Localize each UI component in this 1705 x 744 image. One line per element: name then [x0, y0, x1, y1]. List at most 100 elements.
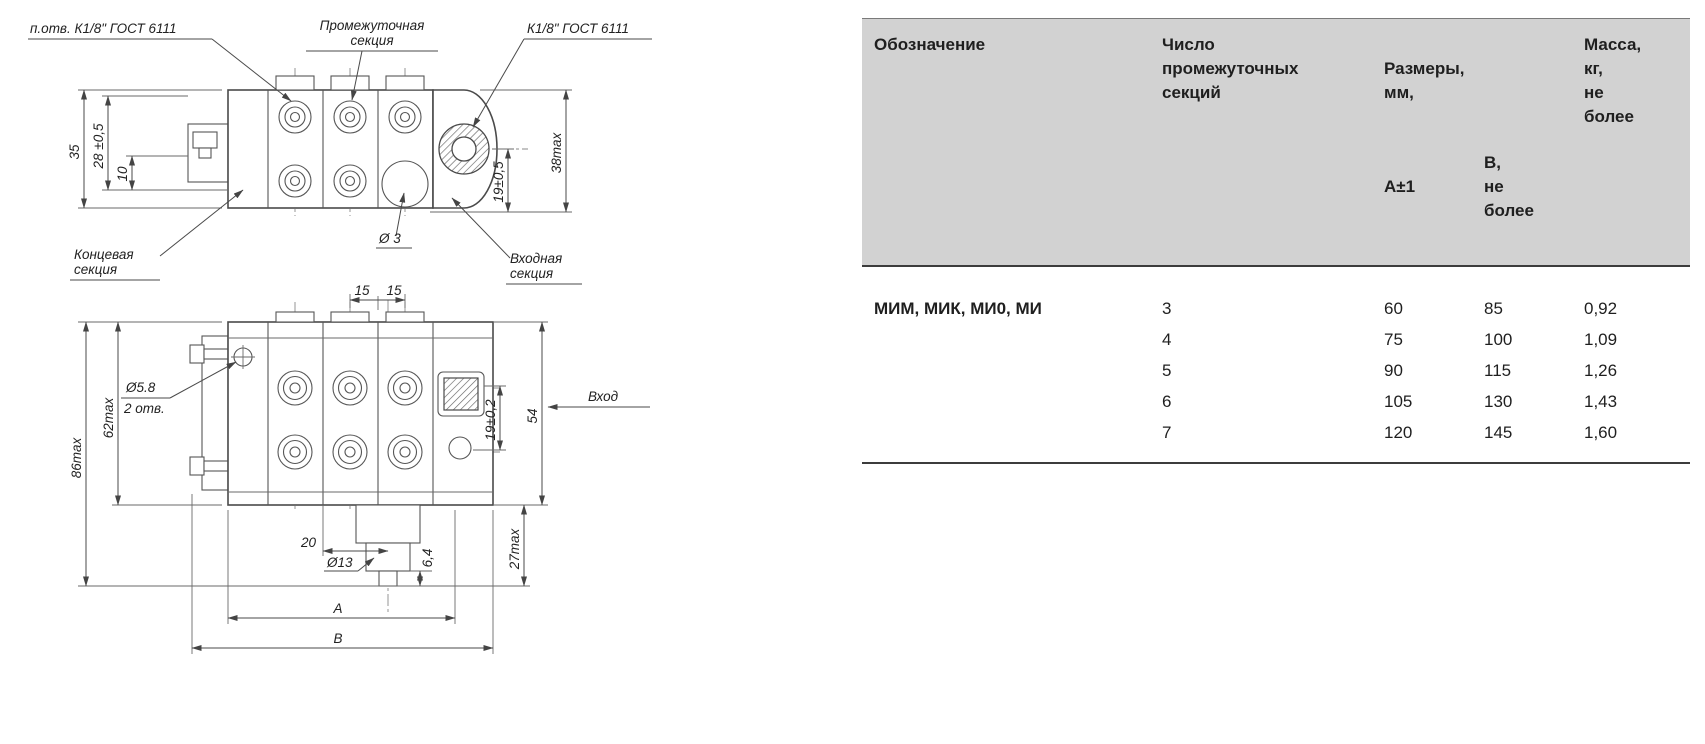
dim-a-value: 90: [1384, 361, 1403, 380]
header-sections: Число промежуточных секций: [1162, 35, 1299, 102]
sections-value: 5: [1162, 361, 1172, 380]
header-designation: Обозначение: [874, 35, 986, 54]
designation-empty: [874, 386, 1162, 417]
designation-empty: [874, 324, 1162, 355]
header-mass: Масса, кг, не более: [1584, 35, 1642, 126]
sections-value: 7: [1162, 423, 1172, 442]
intermediate-section-label-1: Промежуточная: [320, 18, 425, 33]
dim-a-value: 120: [1384, 423, 1413, 442]
dim-a-value: 60: [1384, 299, 1403, 318]
dim-62max-label: 62max: [101, 396, 116, 438]
mass-value: 1,09: [1584, 330, 1618, 349]
sections-value: 3: [1162, 299, 1172, 318]
table-row: 5 90 115 1,26: [874, 355, 1690, 386]
label-mount-hole: Ø5.8 2 отв.: [121, 361, 237, 416]
table-header: Обозначение Число промежуточных секций Р…: [862, 18, 1690, 267]
label-thread-right: К1/8" ГОСТ 6111: [472, 21, 652, 128]
dim-10-label: 10: [115, 166, 130, 182]
dim-15-right-label: 15: [386, 283, 402, 298]
dimension-62max: 62max: [101, 321, 222, 506]
thread-right-label: К1/8" ГОСТ 6111: [527, 21, 629, 36]
sections-value: 6: [1162, 392, 1172, 411]
dim-64-label: 6,4: [420, 549, 435, 568]
dimension-19-02: 19±0,2: [473, 385, 506, 451]
dimension-20: 20: [300, 505, 389, 556]
dim-19-02-label: 19±0,2: [483, 399, 498, 441]
inlet-section-label-2: секция: [510, 266, 553, 281]
dim-28-label: 28 ±0,5: [91, 123, 106, 169]
drawing-svg: 35 28 ±0,5 10 38max: [28, 18, 652, 654]
designation-empty: [874, 355, 1162, 386]
mass-value: 1,43: [1584, 392, 1618, 411]
mass-value: 0,92: [1584, 299, 1618, 318]
dimension-27max: 27max: [507, 504, 527, 587]
table-body: МИМ, МИК, МИ0, МИ 3 60 85 0,92 4 75 100 …: [862, 267, 1690, 464]
label-thread-left: п.отв. К1/8" ГОСТ 6111: [28, 21, 292, 102]
label-hole-dia: Ø 3: [376, 231, 412, 249]
dim-b-value: 85: [1484, 299, 1503, 318]
inlet-boss-front: [437, 371, 485, 460]
mass-value: 1,26: [1584, 361, 1618, 380]
mounting-hole: [231, 345, 255, 369]
dim-a-label: A: [332, 601, 342, 616]
dimension-tip: 6,4: [410, 549, 435, 587]
dim-b-value: 100: [1484, 330, 1513, 349]
designation-empty: [874, 417, 1162, 448]
dim-86max-label: 86max: [69, 436, 84, 478]
dimension-54: 54: [493, 321, 548, 506]
inlet-section-label-1: Входная: [510, 251, 562, 266]
table-row: 7 120 145 1,60: [874, 417, 1690, 448]
designation-value: МИМ, МИК, МИ0, МИ: [874, 299, 1042, 318]
mount-hole-dia-label: Ø5.8: [125, 380, 156, 395]
label-inlet-section: Входная секция: [451, 197, 582, 285]
label-end-section: Концевая секция: [70, 189, 244, 281]
mount-hole-qty-label: 2 отв.: [123, 401, 165, 416]
dim-15-left-label: 15: [354, 283, 370, 298]
dim-a-value: 75: [1384, 330, 1403, 349]
dimension-10: 10: [115, 155, 188, 191]
mounting-bracket-front: [189, 335, 229, 491]
port-circles-front: [277, 370, 423, 470]
dim-a-value: 105: [1384, 392, 1413, 411]
dim-b-label: B: [333, 631, 342, 646]
dimension-a: A: [227, 510, 456, 624]
dimension-19-05: 19±0,5: [491, 148, 514, 213]
inlet-label: Вход: [588, 389, 619, 404]
dimension-38max: 38max: [430, 89, 572, 213]
dim-b-value: 115: [1484, 361, 1512, 380]
sections-value: 4: [1162, 330, 1172, 349]
dim-27max-label: 27max: [507, 527, 522, 570]
table-row: 6 105 130 1,43: [874, 386, 1690, 417]
dim-hole-label: Ø 3: [378, 231, 401, 246]
dim-19-05-label: 19±0,5: [491, 161, 506, 203]
header-dimensions-label: Размеры, мм,: [1384, 59, 1465, 102]
header-dim-b-label: В, не более: [1484, 153, 1534, 220]
pointer-circle: [381, 160, 429, 237]
header-dimensions: Размеры, мм, A±1: [1384, 33, 1484, 247]
mounting-bracket-top: [187, 123, 229, 183]
table-row: МИМ, МИК, МИ0, МИ 3 60 85 0,92: [874, 293, 1690, 324]
inlet-arrow: Вход: [547, 389, 650, 410]
header-dim-a: A±1: [1384, 177, 1416, 196]
dim-35-label: 35: [67, 144, 82, 160]
dimension-b: B: [191, 494, 494, 654]
dimension-28: 28 ±0,5: [91, 95, 228, 191]
technical-drawing: 35 28 ±0,5 10 38max: [0, 0, 760, 744]
outlet-fitting: [355, 504, 421, 587]
specification-table: Обозначение Число промежуточных секций Р…: [862, 18, 1690, 464]
header-dim-b: В, не более: [1484, 33, 1584, 247]
dim-54-label: 54: [525, 408, 540, 423]
end-section-label-2: секция: [74, 262, 117, 277]
dim-13-label: Ø13: [326, 555, 353, 570]
dimension-pitch-15: 15 15: [349, 283, 406, 310]
front-view: 15 15 86max 62max Ø5.8 2 отв.: [69, 283, 650, 654]
end-section-label-1: Концевая: [74, 247, 134, 262]
dim-20-label: 20: [300, 535, 317, 550]
table-row: 4 75 100 1,09: [874, 324, 1690, 355]
thread-left-label: п.отв. К1/8" ГОСТ 6111: [30, 21, 176, 36]
label-outlet-dia: Ø13: [324, 555, 375, 572]
dim-b-value: 130: [1484, 392, 1513, 411]
dim-38max-label: 38max: [549, 131, 564, 173]
top-view: 35 28 ±0,5 10 38max: [28, 18, 652, 285]
